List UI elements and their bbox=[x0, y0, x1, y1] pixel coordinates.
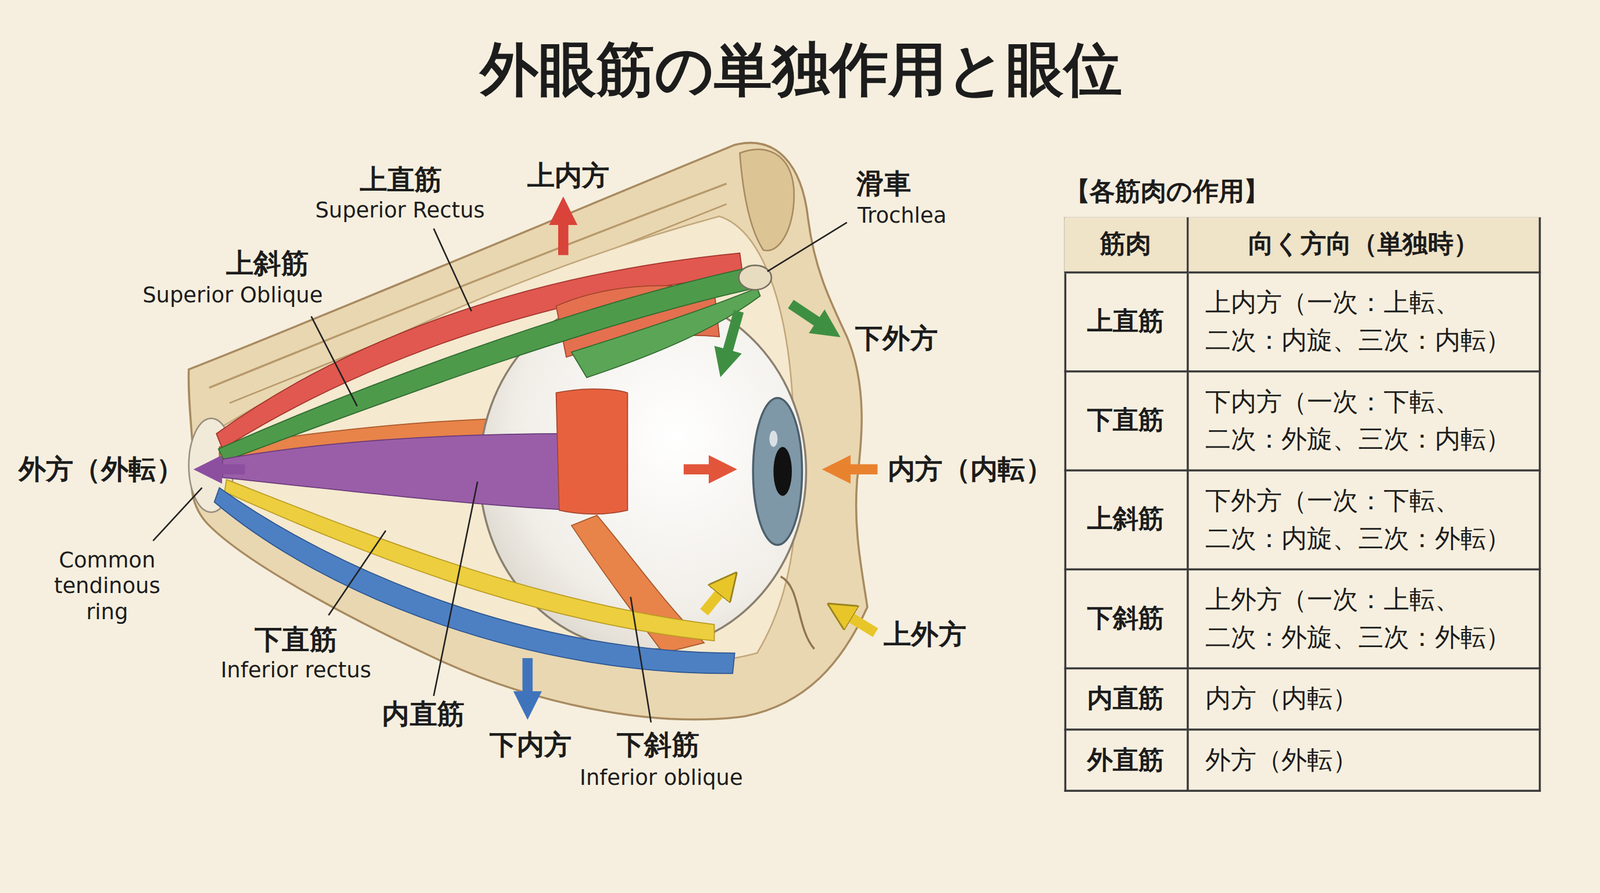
table-heading: 【各筋肉の作用】 bbox=[1064, 176, 1270, 208]
iris bbox=[752, 397, 802, 545]
table-cell: 下外方（一次：下転、 二次：内旋、三次：外転） bbox=[1188, 471, 1542, 571]
direction-label: 下内方 bbox=[489, 728, 573, 762]
table-text: 内方（内転） bbox=[1205, 680, 1359, 718]
direction-label: 上外方 bbox=[883, 618, 967, 652]
superior-oblique-tendon bbox=[571, 287, 761, 378]
muscle-label: Inferior rectus bbox=[220, 658, 371, 685]
table-cell: 内直筋 bbox=[1064, 669, 1189, 731]
muscle-label: 下直筋 bbox=[254, 623, 338, 657]
leader-line bbox=[630, 597, 652, 723]
direction-label: 下外方 bbox=[855, 322, 938, 356]
table-cell: 上内方（一次：上転、 二次：内旋、三次：内転） bbox=[1188, 273, 1542, 373]
direction-arrow bbox=[844, 464, 878, 475]
inferior-rectus bbox=[214, 487, 735, 674]
table-cell: 上斜筋 bbox=[1064, 471, 1189, 571]
table-cell: 筋肉 bbox=[1064, 217, 1189, 274]
direction-arrow bbox=[558, 219, 569, 255]
table-text: 上内方（一次：上転、 二次：内旋、三次：内転） bbox=[1205, 284, 1531, 359]
part-label: Trochlea bbox=[857, 203, 947, 230]
orbit-bone bbox=[188, 143, 867, 720]
muscle-label: 上斜筋 bbox=[226, 246, 309, 280]
pupil bbox=[773, 447, 792, 496]
table-text: 下内方（一次：下転、 二次：外旋、三次：内転） bbox=[1205, 383, 1531, 458]
table-text: 筋肉 bbox=[1100, 226, 1152, 264]
direction-arrow bbox=[726, 311, 739, 355]
table-text: 下外方（一次：下転、 二次：内旋、三次：外転） bbox=[1205, 483, 1531, 557]
muscle-label: 内直筋 bbox=[381, 697, 465, 731]
part-label: 滑車 bbox=[856, 166, 912, 200]
table-text: 上直筋 bbox=[1087, 303, 1164, 341]
table-text: 外直筋 bbox=[1087, 741, 1164, 780]
muscle-label: 上直筋 bbox=[359, 162, 443, 196]
brow-bone bbox=[739, 149, 794, 251]
direction-label: 内方（内転） bbox=[887, 452, 1053, 487]
bone-outline bbox=[188, 143, 867, 720]
leader-line bbox=[433, 481, 478, 696]
direction-arrow bbox=[522, 658, 534, 698]
muscle-label: Superior Rectus bbox=[315, 198, 485, 224]
table-cell: 向く方向（単独時） bbox=[1188, 217, 1542, 274]
lacrimal-line bbox=[780, 576, 815, 650]
table-cell: 下直筋 bbox=[1064, 372, 1189, 472]
direction-arrow bbox=[216, 464, 245, 475]
direction-arrow bbox=[790, 304, 822, 325]
trochlea bbox=[738, 265, 772, 290]
muscles-front bbox=[214, 252, 772, 674]
table-text: 上斜筋 bbox=[1087, 501, 1164, 539]
direction-arrow bbox=[683, 464, 715, 475]
table-text: 外方（外転） bbox=[1205, 741, 1359, 780]
direction-label: 外方（外転） bbox=[18, 452, 184, 487]
table-cell: 外方（外転） bbox=[1188, 730, 1542, 792]
table-cell: 上直筋 bbox=[1064, 273, 1189, 373]
part-label: Common tendinous ring bbox=[54, 548, 161, 626]
direction-arrow bbox=[704, 589, 723, 613]
table-cell: 下内方（一次：下転、 二次：外旋、三次：内転） bbox=[1188, 372, 1542, 472]
cornea bbox=[752, 397, 802, 545]
leader-line bbox=[433, 228, 472, 312]
table-text: 内直筋 bbox=[1087, 680, 1164, 718]
direction-label: 上内方 bbox=[527, 158, 610, 192]
leader-line bbox=[311, 316, 357, 406]
muscle-label: Superior Oblique bbox=[142, 283, 323, 309]
table-text: 下直筋 bbox=[1087, 402, 1164, 440]
table-text: 下斜筋 bbox=[1087, 600, 1164, 638]
diagram-title: 外眼筋の単独作用と眼位 bbox=[480, 34, 1123, 105]
muscle-label: Inferior oblique bbox=[579, 765, 744, 792]
medial-rectus-insertion bbox=[556, 388, 628, 514]
leader-line bbox=[328, 530, 386, 616]
table-cell: 外直筋 bbox=[1064, 730, 1189, 792]
table-cell: 内方（内転） bbox=[1188, 669, 1542, 731]
table-cell: 下斜筋 bbox=[1064, 570, 1189, 670]
table-text: 向く方向（単独時） bbox=[1248, 226, 1480, 264]
table-text: 上外方（一次：上転、 二次：外旋、三次：外転） bbox=[1205, 581, 1531, 656]
leader-line bbox=[767, 222, 848, 272]
direction-arrow bbox=[847, 615, 876, 633]
table-cell: 上外方（一次：上転、 二次：外旋、三次：外転） bbox=[1188, 570, 1542, 670]
highlight bbox=[769, 430, 778, 448]
muscle-label: 下斜筋 bbox=[616, 728, 700, 762]
leader-line bbox=[152, 487, 202, 541]
